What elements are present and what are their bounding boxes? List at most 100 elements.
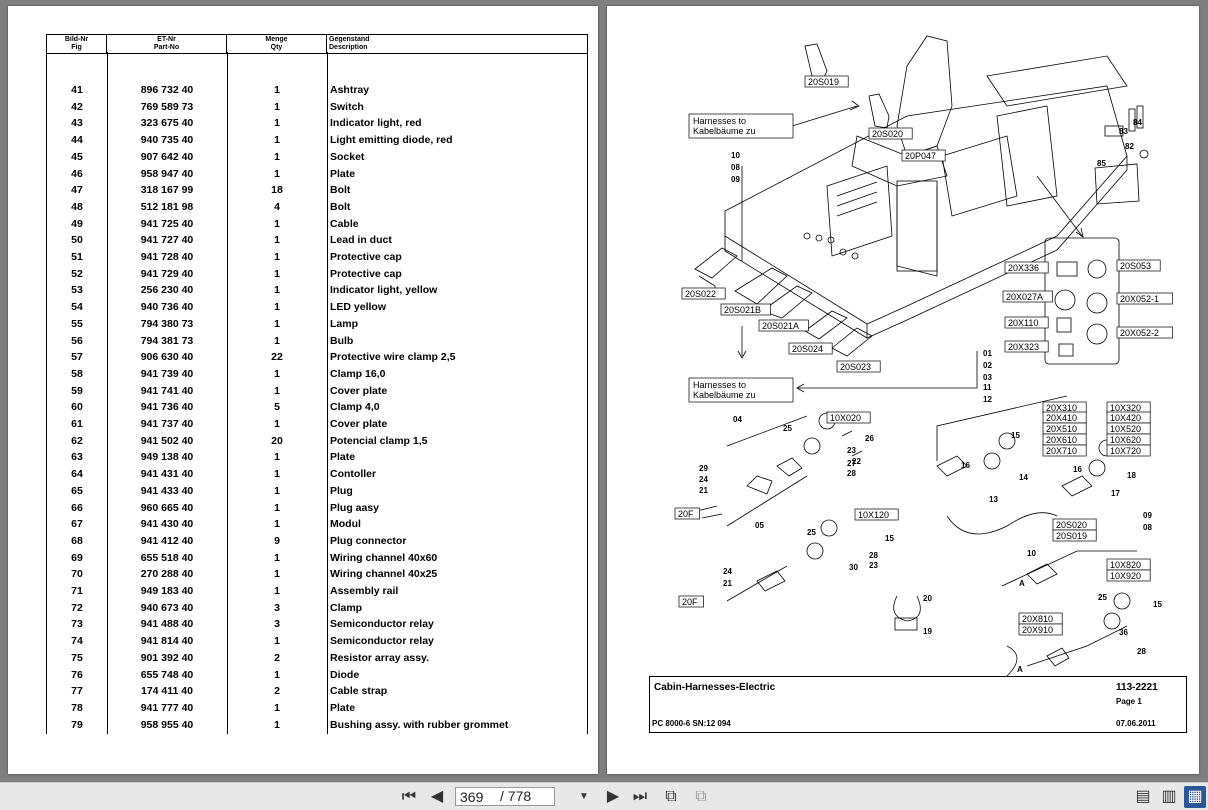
page-dropdown-icon[interactable]: ▼ [579, 791, 589, 802]
rotate-alt-icon[interactable]: ⧉ [695, 788, 707, 805]
item-number: 30 [849, 563, 858, 572]
connector-label: 10X520 [1110, 424, 1141, 434]
quantity: 1 [274, 251, 280, 263]
part-number: 655 518 40 [140, 551, 194, 564]
connector-label: 20F [678, 509, 694, 519]
connector-label-box [854, 508, 899, 521]
fig-number: 63 [71, 451, 83, 464]
part-number: 256 230 40 [140, 284, 194, 297]
item-number: 15 [1011, 431, 1020, 440]
connector-label-box [788, 342, 833, 355]
harness-note-box [688, 377, 794, 403]
description: LED yellow [330, 301, 387, 314]
connector-label: 20X110 [1008, 318, 1038, 328]
last-page-icon[interactable]: ⏭ [632, 788, 648, 805]
rotate-icon[interactable]: ⧉ [665, 788, 677, 805]
fig-number: 76 [71, 668, 83, 681]
part-number: 941 412 40 [140, 534, 194, 547]
fig-number: 57 [71, 351, 83, 364]
fig-number: 51 [71, 251, 83, 263]
description: Bolt [330, 184, 351, 197]
quantity: 3 [274, 618, 280, 631]
description: Potencial clamp 1,5 [330, 434, 428, 447]
connector-label: 20X410 [1046, 413, 1077, 423]
part-number: 949 138 40 [140, 451, 194, 464]
part-number: 906 630 40 [140, 351, 194, 364]
drawing-code: 113-2221 [1116, 682, 1158, 693]
harness-note: Kabelbäume zu [693, 126, 756, 136]
fig-number: 49 [71, 217, 83, 230]
connector-label-box [1042, 444, 1087, 457]
single-page-view-icon[interactable]: ▤ [1135, 788, 1151, 805]
part-number: 655 748 40 [140, 668, 194, 681]
connector-label: 20X710 [1046, 446, 1077, 456]
description: Semiconductor relay [330, 618, 434, 631]
connector-label-box [758, 319, 809, 332]
part-number: 323 675 40 [140, 117, 194, 130]
description: Clamp [330, 601, 363, 614]
part-number: 941 728 40 [140, 251, 194, 263]
connector-label: 20S020 [872, 129, 903, 139]
part-number: 941 502 40 [140, 434, 194, 447]
connector-label: 20X510 [1046, 424, 1077, 434]
harness-note-box [688, 113, 794, 139]
fig-number: 42 [71, 100, 83, 113]
part-number: 941 430 40 [140, 518, 194, 531]
description: Indicator light, yellow [330, 284, 438, 297]
fig-number: 43 [71, 117, 83, 130]
description: Plug [330, 484, 353, 497]
continuous-view-icon[interactable]: ▥ [1161, 788, 1177, 805]
item-number: 26 [865, 434, 874, 443]
next-page-icon[interactable]: ▶ [606, 788, 620, 805]
fig-number: 50 [71, 234, 83, 247]
quantity: 1 [274, 635, 280, 648]
two-page-view-icon[interactable]: ▦ [1184, 786, 1206, 808]
part-number: 901 392 40 [140, 651, 194, 664]
drawing-page: Page 1 [1116, 697, 1142, 706]
fig-number: 72 [71, 601, 83, 614]
fig-number: 48 [71, 200, 83, 213]
fig-number: 44 [71, 134, 83, 147]
prev-page-icon[interactable]: ◀ [430, 788, 444, 805]
quantity: 1 [274, 84, 280, 96]
fig-number: 69 [71, 551, 83, 564]
description: Semiconductor relay [330, 635, 434, 648]
item-number: 09 [731, 175, 740, 184]
first-page-icon[interactable]: ⏮ [401, 788, 417, 805]
page-number-input[interactable]: 369 [455, 787, 555, 806]
fig-number: 60 [71, 401, 83, 414]
description: Bolt [330, 200, 351, 213]
connector-label: 20S019 [808, 77, 839, 87]
description: Switch [330, 100, 364, 113]
item-number: 18 [1127, 471, 1136, 480]
fig-number: 65 [71, 484, 83, 497]
part-number: 318 167 99 [140, 184, 194, 197]
part-number: 958 955 40 [140, 718, 194, 731]
description: Modul [330, 518, 361, 531]
quantity: 1 [274, 585, 280, 597]
item-number: 11 [983, 383, 992, 392]
quantity: 1 [274, 418, 280, 430]
item-number: 10 [731, 151, 740, 160]
item-number: 24 [723, 567, 732, 576]
description: Plug connector [330, 534, 407, 547]
description: Plate [330, 701, 356, 714]
item-number: 08 [731, 163, 740, 172]
connector-label: 20X910 [1022, 625, 1053, 635]
part-number: 907 642 40 [140, 150, 194, 163]
